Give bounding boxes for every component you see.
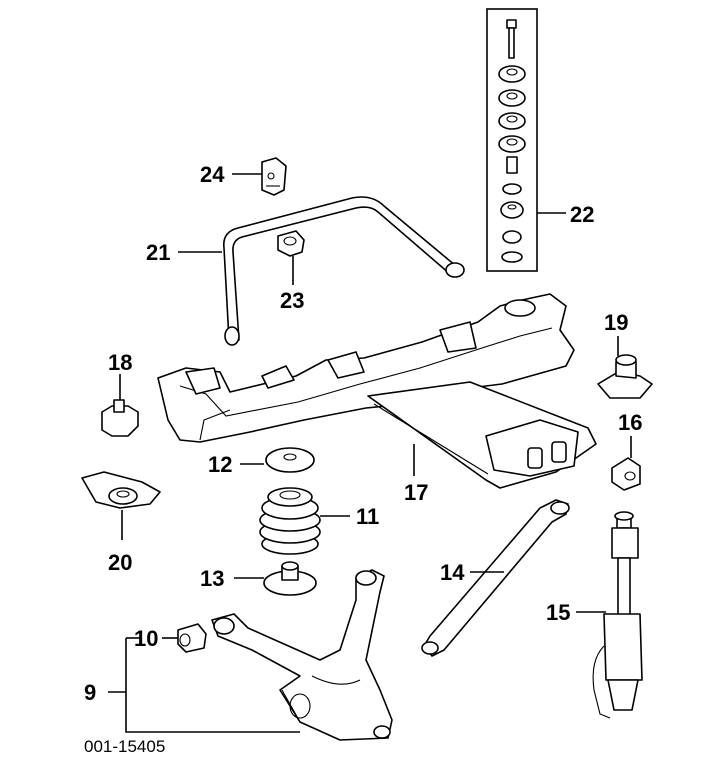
callout-19: 19	[604, 310, 628, 335]
part-18-mount	[101, 374, 139, 437]
part-21-stabilizer-bar	[178, 196, 465, 346]
part-20-bracket-mount	[81, 471, 161, 540]
part-24-bracket	[232, 157, 287, 196]
callout-14: 14	[440, 560, 465, 585]
callout-24: 24	[200, 162, 225, 187]
part-11-coil-spring	[259, 487, 350, 555]
part-16-bushing	[611, 436, 641, 491]
callout-21: 21	[146, 240, 170, 265]
part-22-bushing-kit	[486, 8, 566, 272]
callout-10: 10	[134, 626, 158, 651]
part-19-mount	[597, 336, 653, 399]
callout-12: 12	[208, 452, 232, 477]
callout-23: 23	[280, 288, 304, 313]
callout-18: 18	[108, 350, 132, 375]
part-10-bushing	[162, 623, 207, 653]
callout-17: 17	[404, 480, 428, 505]
part-9-lower-control-arm	[108, 569, 393, 741]
callout-labels: 9 10 11 12 13 14 15 16 17 18 19 20 21 22…	[84, 162, 642, 705]
callout-16: 16	[618, 410, 642, 435]
part-15-shock-absorber	[576, 511, 643, 719]
part-14-link	[421, 499, 570, 657]
part-17-crossmember	[157, 293, 597, 489]
callout-22: 22	[570, 202, 594, 227]
callout-15: 15	[546, 600, 570, 625]
callout-20: 20	[108, 550, 132, 575]
part-12-spring-seat	[240, 447, 315, 473]
callout-13: 13	[200, 566, 224, 591]
part-13-insulator	[234, 561, 317, 596]
callout-11: 11	[356, 504, 379, 529]
diagram-code: 001-15405	[84, 737, 165, 756]
callout-9: 9	[84, 680, 96, 705]
part-23-bushing	[277, 230, 305, 285]
